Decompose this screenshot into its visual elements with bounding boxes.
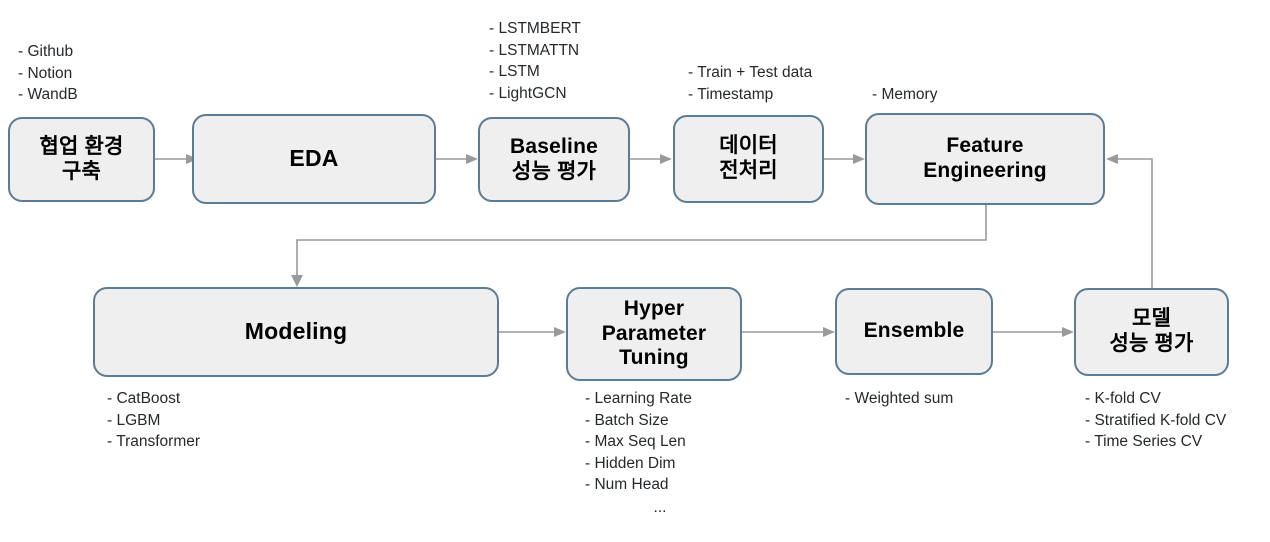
edge-preproc-feature: [824, 154, 865, 164]
node-data-preprocessing[interactable]: 데이터 전처리: [673, 115, 824, 203]
edge-ensemble-eval: [993, 327, 1074, 337]
note-ensemble: - Weighted sum: [845, 390, 954, 407]
node-eda[interactable]: EDA: [192, 114, 436, 204]
note-preproc: - Train + Test data - Timestamp: [688, 64, 813, 103]
note-eval: - K-fold CV - Stratified K-fold CV - Tim…: [1085, 390, 1227, 450]
node-baseline-evaluation[interactable]: Baseline 성능 평가: [478, 117, 630, 202]
node-modeling[interactable]: Modeling: [93, 287, 499, 377]
note-modeling: - CatBoost - LGBM - Transformer: [107, 390, 201, 450]
edge-feature-modeling: [291, 203, 987, 287]
node-collaboration-environment[interactable]: 협업 환경 구축: [8, 117, 155, 202]
node-model-evaluation[interactable]: 모델 성능 평가: [1074, 288, 1229, 376]
note-feature: - Memory: [872, 86, 938, 103]
node-hyperparameter-tuning[interactable]: Hyper Parameter Tuning: [566, 287, 742, 381]
edge-eval-feature: [1106, 154, 1153, 288]
edge-modeling-hparam: [499, 327, 566, 337]
note-hparam-ellipsis: ...: [653, 499, 667, 516]
note-hparam: - Learning Rate - Batch Size - Max Seq L…: [585, 390, 692, 493]
edge-eda-baseline: [436, 154, 478, 164]
edge-baseline-preproc: [630, 154, 672, 164]
note-baseline: - LSTMBERT - LSTMATTN - LSTM - LightGCN: [489, 20, 581, 102]
node-feature-engineering[interactable]: Feature Engineering: [865, 113, 1105, 205]
node-ensemble[interactable]: Ensemble: [835, 288, 993, 375]
edge-hparam-ensemble: [742, 327, 835, 337]
note-collab: - Github - Notion - WandB: [18, 43, 78, 103]
